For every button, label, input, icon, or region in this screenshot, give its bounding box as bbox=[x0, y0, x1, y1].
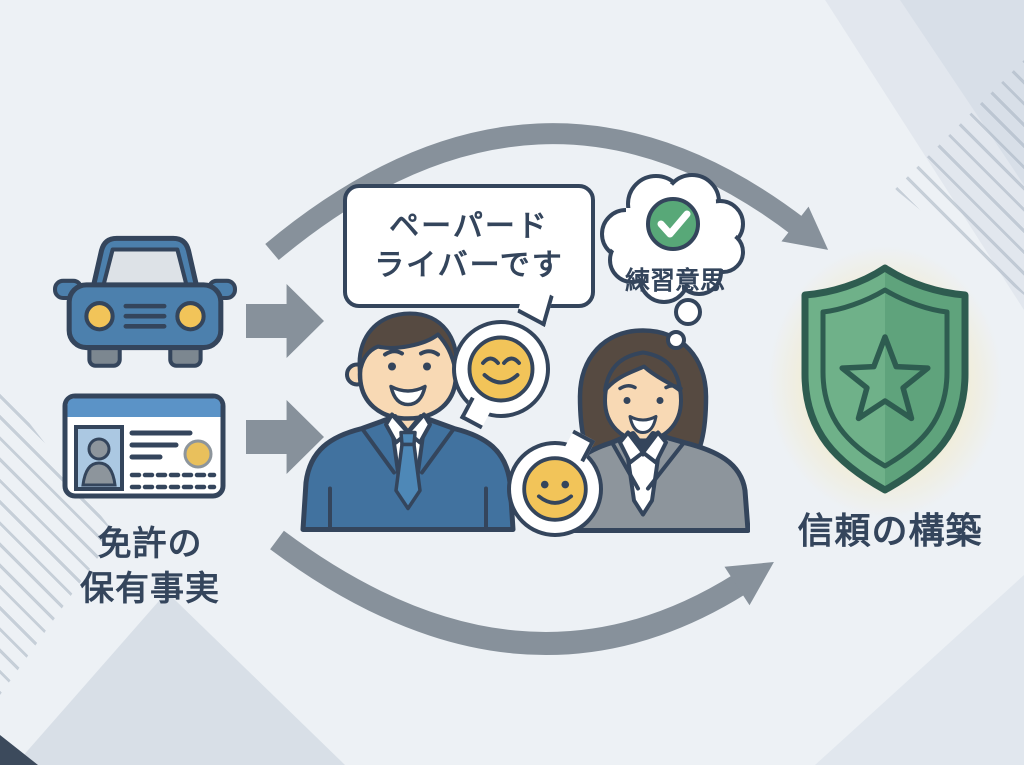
bg-corner-accent bbox=[0, 735, 38, 765]
right-caption: 信頼の構築 bbox=[797, 510, 983, 551]
woman-person bbox=[557, 322, 751, 533]
man-person bbox=[300, 302, 545, 533]
speech-bubble: ペーパード ライバーです bbox=[343, 184, 595, 328]
drivers-license-icon bbox=[62, 392, 226, 500]
left-caption: 免許の 保有事実 bbox=[25, 522, 275, 612]
smiley-happy-icon bbox=[452, 320, 550, 430]
bg-triangle-bottom-right bbox=[815, 575, 1024, 765]
curved-arrow-top-head bbox=[781, 206, 829, 250]
bg-triangle-top-right-dark bbox=[900, 0, 1024, 185]
smiley-dot-eyes-icon bbox=[507, 429, 603, 537]
left-caption-line1: 免許の bbox=[97, 525, 203, 563]
star-icon bbox=[839, 334, 931, 422]
curved-arrow-bottom bbox=[270, 530, 747, 655]
thought-text: 練習意思 bbox=[625, 266, 725, 295]
speech-line2: ライバーです bbox=[374, 249, 564, 282]
thought-trail-circle bbox=[666, 330, 686, 350]
left-caption-line2: 保有事実 bbox=[80, 569, 220, 608]
speech-line1: ペーパード bbox=[389, 210, 549, 243]
car-icon bbox=[53, 222, 237, 374]
check-circle-icon bbox=[646, 197, 700, 251]
shield-star-icon bbox=[795, 262, 975, 497]
thought-trail-circle bbox=[674, 298, 702, 326]
thought-bubble: 練習意思 bbox=[596, 168, 756, 358]
bg-triangle-bottom-left bbox=[15, 592, 345, 765]
